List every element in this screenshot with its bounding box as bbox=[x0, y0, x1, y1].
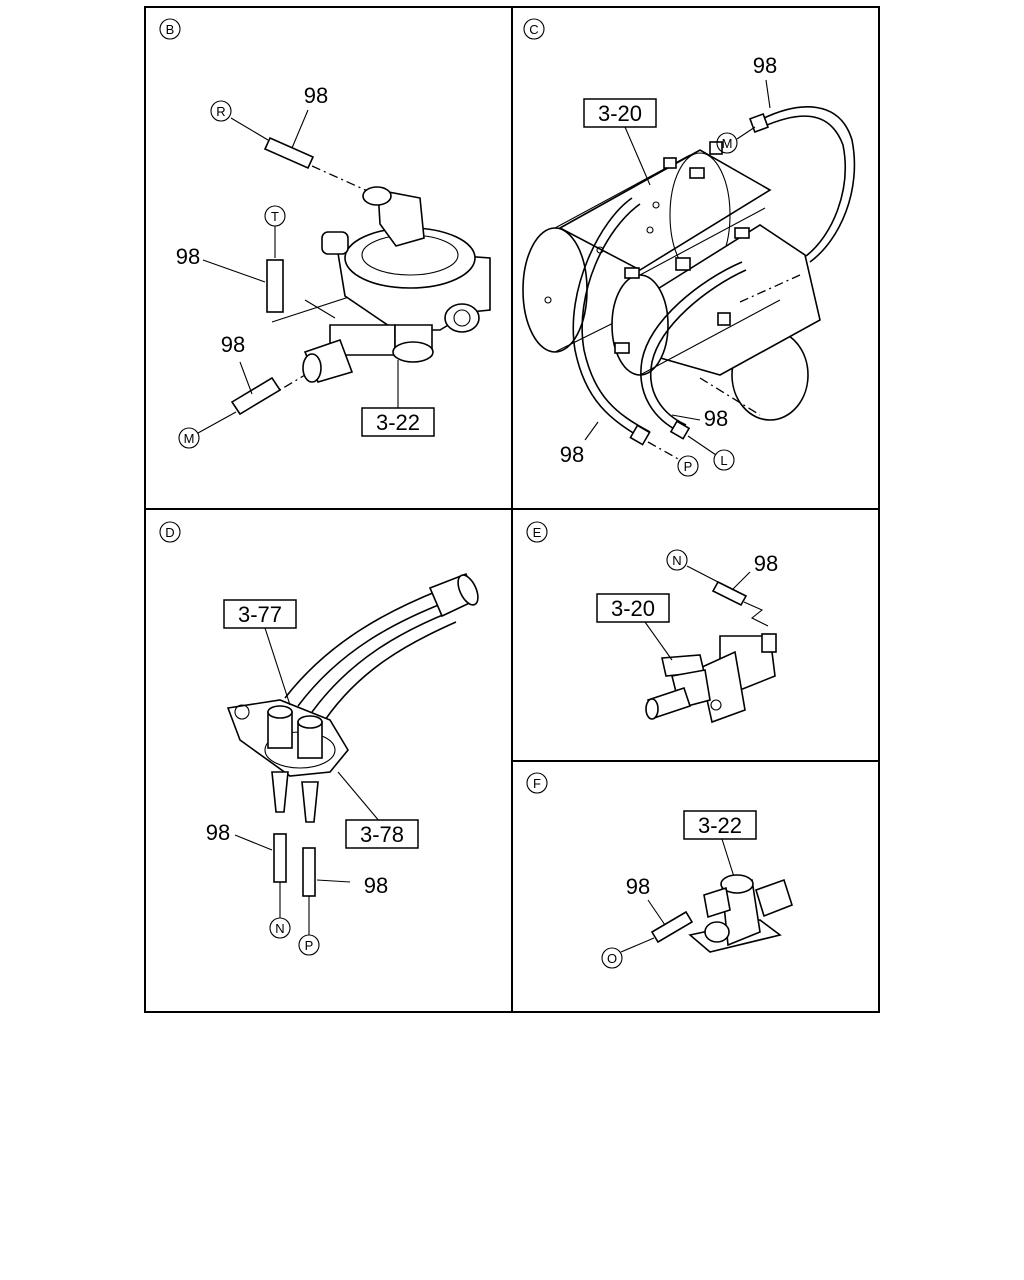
panel-letter: C bbox=[529, 22, 538, 37]
panel-c-hose-p: 98 P bbox=[560, 197, 699, 477]
callout-label: 98 bbox=[626, 874, 650, 899]
panel-d-ref-3-78: 3-78 bbox=[337, 771, 419, 849]
panel-d: D 3-77 bbox=[159, 521, 479, 956]
panel-b-ref-3-22: 3-22 bbox=[361, 360, 435, 437]
panel-c-hose-l: 98 L bbox=[640, 261, 747, 471]
panel-letter: D bbox=[165, 525, 174, 540]
panel-c-fittings bbox=[596, 141, 750, 354]
panel-b-hose-r: R 98 bbox=[210, 83, 373, 194]
panel-b-hose-m: 98 M bbox=[178, 332, 306, 449]
connector-label: L bbox=[720, 453, 727, 468]
callout-label: 3-77 bbox=[238, 602, 282, 627]
panel-d-flange bbox=[226, 699, 349, 823]
panel-b: B R 98 T 98 bbox=[159, 18, 491, 449]
panel-c: C bbox=[522, 18, 856, 477]
callout-label: 98 bbox=[704, 406, 728, 431]
panel-letter: E bbox=[533, 525, 542, 540]
callout-label: 98 bbox=[560, 442, 584, 467]
callout-label: 98 bbox=[364, 873, 388, 898]
connector-label: N bbox=[275, 921, 284, 936]
callout-label: 98 bbox=[176, 244, 200, 269]
panel-c-ref-3-20: 3-20 bbox=[583, 98, 657, 186]
callout-label: 3-20 bbox=[611, 596, 655, 621]
callout-label: 3-22 bbox=[376, 410, 420, 435]
panel-e-hose-n: N 98 bbox=[666, 549, 778, 627]
panel-grid bbox=[144, 6, 880, 1013]
connector-label: O bbox=[607, 951, 617, 966]
callout-label: 3-22 bbox=[698, 813, 742, 838]
callout-label: 98 bbox=[221, 332, 245, 357]
panel-e: E N 98 3-20 bbox=[526, 521, 778, 724]
callout-label: 98 bbox=[206, 820, 230, 845]
connector-label: R bbox=[216, 104, 225, 119]
panel-f-badge: F bbox=[526, 772, 548, 794]
callout-label: 98 bbox=[754, 551, 778, 576]
panel-c-hose-m: 98 M bbox=[716, 53, 856, 263]
connector-label: M bbox=[722, 136, 733, 151]
panel-c-badge: C bbox=[523, 18, 545, 40]
panel-e-ref-3-20: 3-20 bbox=[596, 593, 673, 661]
panel-f-valve bbox=[688, 874, 793, 953]
panel-f: F 3-22 98 O bbox=[526, 772, 793, 969]
panel-d-badge: D bbox=[159, 521, 181, 543]
panel-f-hose-o: 98 O bbox=[601, 874, 694, 969]
panel-b-badge: B bbox=[159, 18, 181, 40]
callout-label: 3-78 bbox=[360, 822, 404, 847]
panel-d-twin-hose bbox=[284, 572, 479, 721]
panel-letter: F bbox=[533, 776, 541, 791]
panel-b-hose-t: T 98 bbox=[176, 205, 354, 323]
connector-label: T bbox=[271, 209, 279, 224]
panel-b-valve bbox=[302, 186, 491, 383]
callout-label: 3-20 bbox=[598, 101, 642, 126]
panel-e-badge: E bbox=[526, 521, 548, 543]
callout-label: 98 bbox=[304, 83, 328, 108]
connector-label: M bbox=[184, 431, 195, 446]
panel-d-hose-n: 98 N bbox=[206, 820, 291, 939]
connector-label: P bbox=[305, 938, 314, 953]
panel-d-ref-3-77: 3-77 bbox=[223, 599, 297, 706]
panel-e-valve bbox=[645, 633, 777, 724]
panel-f-ref-3-22: 3-22 bbox=[683, 810, 757, 881]
connector-label: N bbox=[672, 553, 681, 568]
callout-label: 98 bbox=[753, 53, 777, 78]
connector-label: P bbox=[684, 459, 693, 474]
panel-letter: B bbox=[166, 22, 175, 37]
panel-d-hose-p: 98 P bbox=[298, 847, 388, 956]
